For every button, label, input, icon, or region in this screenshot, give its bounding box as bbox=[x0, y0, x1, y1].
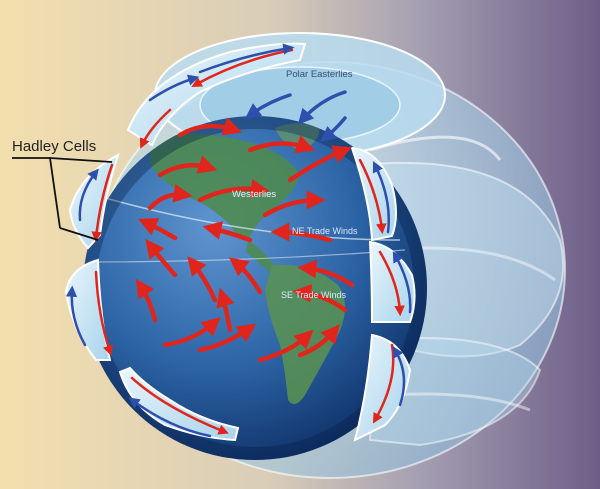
polar-arrow bbox=[244, 93, 292, 119]
wind-arrow bbox=[262, 190, 326, 218]
wind-arrow bbox=[187, 256, 218, 303]
wind-arrow bbox=[135, 278, 158, 323]
wind-arrow bbox=[157, 155, 218, 178]
wind-arrow bbox=[229, 257, 263, 295]
circulation-cells-left bbox=[64, 42, 307, 442]
wind-arrow bbox=[145, 239, 178, 278]
hadley-cells-callout: Hadley Cells bbox=[12, 138, 113, 241]
polar-easterlies-label: Polar Easterlies bbox=[286, 69, 353, 80]
wind-arrow bbox=[147, 183, 193, 211]
hadley-cell-left-south bbox=[118, 366, 240, 442]
hadley-bracket bbox=[12, 157, 113, 241]
wind-arrow bbox=[177, 117, 243, 138]
wind-arrow bbox=[297, 259, 355, 288]
wind-arrow bbox=[202, 221, 253, 243]
wind-arrow bbox=[162, 316, 221, 348]
circulation-cells-right bbox=[350, 146, 416, 442]
wind-arrow bbox=[138, 218, 178, 241]
ne-trade-winds-label: NE Trade Winds bbox=[292, 226, 358, 236]
polar-cell-left bbox=[126, 42, 307, 147]
wind-arrow bbox=[270, 222, 333, 243]
polar-easterlies-arrows bbox=[244, 90, 347, 142]
wind-arrow bbox=[197, 323, 257, 353]
wind-arrow bbox=[216, 287, 235, 333]
hadley-cells-label: Hadley Cells bbox=[12, 138, 96, 155]
wind-arrow bbox=[297, 324, 340, 358]
surface-wind-arrows bbox=[135, 117, 355, 363]
se-trade-winds-label: SE Trade Winds bbox=[281, 290, 347, 300]
westerlies-label: Westerlies bbox=[232, 189, 276, 200]
latitude-line-30n bbox=[94, 194, 401, 241]
wind-arrow bbox=[292, 283, 348, 313]
north-america-landmass bbox=[150, 134, 300, 240]
polar-arrow bbox=[297, 90, 347, 125]
wind-arrow bbox=[247, 135, 316, 154]
polar-arrow bbox=[320, 116, 347, 142]
wind-arrow bbox=[257, 329, 314, 363]
upper-air-arrows-blue bbox=[65, 43, 412, 438]
wind-arrow bbox=[287, 145, 353, 183]
cell-edge-arrows-red bbox=[91, 48, 405, 435]
wind-arrow bbox=[197, 178, 270, 203]
